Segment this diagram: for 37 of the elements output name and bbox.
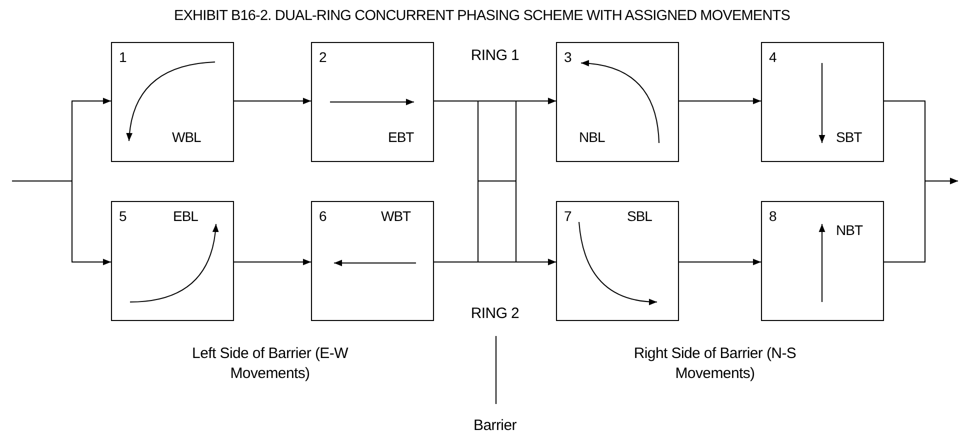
connector-arrow bbox=[434, 258, 556, 266]
phase-number: 6 bbox=[319, 208, 327, 224]
phase-box bbox=[111, 201, 234, 321]
side-label: Left Side of Barrier (E-W Movements) bbox=[191, 344, 350, 383]
movement-label: WBL bbox=[172, 129, 201, 145]
phase-box bbox=[556, 42, 679, 162]
phase-box bbox=[311, 201, 434, 321]
ring-label: RING 2 bbox=[470, 304, 520, 324]
movement-label: EBT bbox=[388, 129, 414, 145]
connector-arrow bbox=[678, 258, 762, 266]
connector-arrow bbox=[234, 258, 312, 266]
exhibit-title: EXHIBIT B16-2. DUAL-RING CONCURRENT PHASING SCHEME WITH ASSIGNED MOVEMENTS bbox=[172, 8, 792, 24]
phase-box bbox=[311, 42, 434, 162]
connector-arrow bbox=[234, 98, 312, 104]
connector-arrow bbox=[678, 98, 762, 104]
phase-number: 3 bbox=[564, 49, 572, 65]
side-label: Right Side of Barrier (N-S Movements) bbox=[632, 344, 798, 383]
phase-box bbox=[556, 201, 679, 321]
phase-number: 8 bbox=[769, 208, 777, 224]
phase-box bbox=[761, 42, 884, 162]
phase-box bbox=[111, 42, 234, 162]
movement-label: NBT bbox=[836, 222, 862, 238]
phase-box bbox=[761, 201, 884, 321]
phase-number: 5 bbox=[119, 208, 127, 224]
phase-number: 7 bbox=[564, 208, 572, 224]
movement-label: EBL bbox=[173, 208, 198, 224]
phase-number: 2 bbox=[319, 49, 327, 65]
movement-label: NBL bbox=[579, 129, 605, 145]
ring-label: RING 1 bbox=[470, 46, 520, 66]
movement-label: WBT bbox=[381, 208, 411, 224]
phase-number: 4 bbox=[769, 49, 777, 65]
barrier-label: Barrier bbox=[472, 416, 518, 436]
movement-label: SBT bbox=[836, 129, 862, 145]
phase-number: 1 bbox=[119, 49, 127, 65]
connector-arrow bbox=[12, 180, 112, 266]
movement-label: SBL bbox=[627, 208, 652, 224]
connector-arrow bbox=[884, 178, 958, 262]
